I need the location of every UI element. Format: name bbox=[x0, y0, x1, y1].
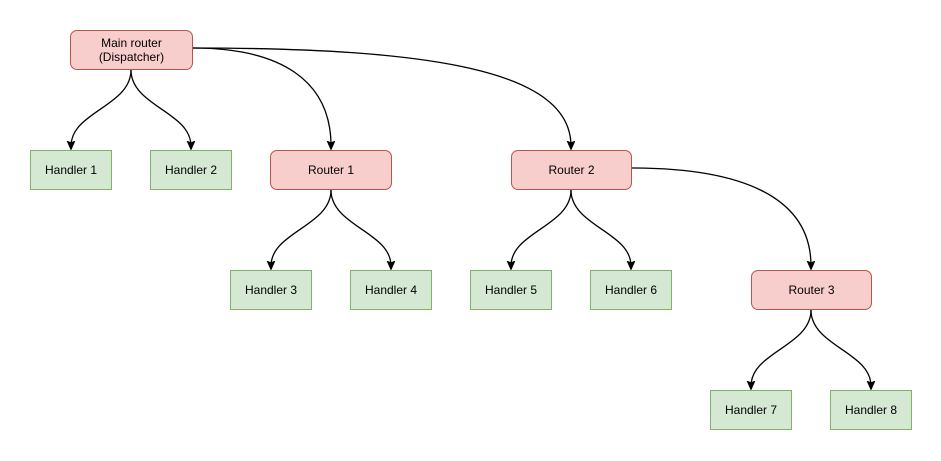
node-label-handler-7: Handler 7 bbox=[724, 403, 778, 417]
node-router-1[interactable]: Router 1 bbox=[270, 150, 392, 190]
edge-router-2-to-router-3 bbox=[631, 167, 811, 266]
edge-router-2-to-handler-6 bbox=[570, 189, 631, 266]
node-handler-4[interactable]: Handler 4 bbox=[350, 270, 432, 310]
node-router-2[interactable]: Router 2 bbox=[511, 150, 632, 190]
node-handler-3[interactable]: Handler 3 bbox=[230, 270, 312, 310]
node-handler-1[interactable]: Handler 1 bbox=[30, 150, 112, 190]
edge-router-1-to-handler-3 bbox=[271, 189, 332, 266]
node-label-handler-1: Handler 1 bbox=[44, 163, 98, 177]
node-main-router[interactable]: Main router (Dispatcher) bbox=[70, 30, 193, 70]
node-label-handler-2: Handler 2 bbox=[164, 163, 218, 177]
node-label-handler-3: Handler 3 bbox=[244, 283, 298, 297]
node-label-router-1: Router 1 bbox=[307, 163, 355, 177]
node-label-router-3: Router 3 bbox=[788, 283, 835, 297]
node-handler-2[interactable]: Handler 2 bbox=[150, 150, 232, 190]
node-label-handler-5: Handler 5 bbox=[484, 283, 538, 297]
edge-router-3-to-handler-7 bbox=[751, 309, 812, 386]
node-handler-7[interactable]: Handler 7 bbox=[710, 390, 792, 430]
edges-group bbox=[71, 47, 871, 386]
edge-main-router-to-router-2 bbox=[192, 47, 571, 146]
edge-router-1-to-handler-4 bbox=[330, 189, 391, 266]
edge-router-2-to-handler-5 bbox=[511, 189, 572, 266]
edge-main-router-to-handler-2 bbox=[130, 69, 191, 146]
node-label-handler-6: Handler 6 bbox=[604, 283, 658, 297]
node-handler-6[interactable]: Handler 6 bbox=[590, 270, 672, 310]
edge-main-router-to-router-1 bbox=[192, 47, 331, 146]
node-handler-8[interactable]: Handler 8 bbox=[830, 390, 912, 430]
node-router-3[interactable]: Router 3 bbox=[751, 270, 872, 310]
node-label-handler-4: Handler 4 bbox=[364, 283, 418, 297]
node-label-handler-8: Handler 8 bbox=[844, 403, 898, 417]
node-label-router-2: Router 2 bbox=[548, 163, 595, 177]
node-handler-5[interactable]: Handler 5 bbox=[470, 270, 552, 310]
edge-router-3-to-handler-8 bbox=[810, 309, 871, 386]
node-label-main-router: Main router (Dispatcher) bbox=[98, 36, 165, 64]
edge-main-router-to-handler-1 bbox=[71, 69, 132, 146]
